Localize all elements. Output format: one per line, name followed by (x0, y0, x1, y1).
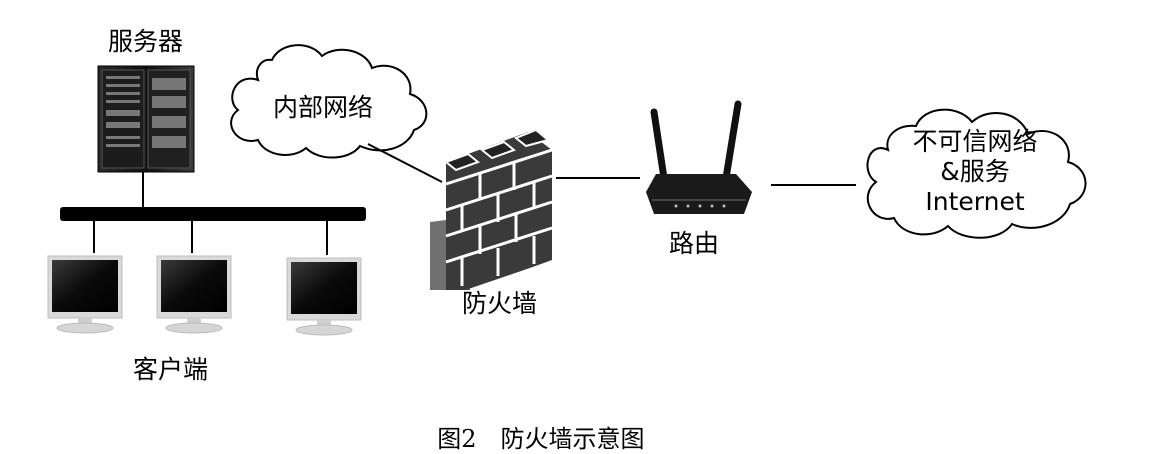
figure-title: 防火墙示意图 (500, 425, 645, 453)
untrusted-network-label: 不可信网络 &服务 Internet (890, 127, 1060, 217)
network-bus (60, 207, 366, 221)
router-label: 路由 (669, 229, 720, 258)
cloud-icon (866, 108, 1087, 239)
figure-caption: 图2 防火墙示意图 (422, 394, 645, 454)
clients-label: 客户端 (133, 355, 209, 384)
internal-network-label: 内部网络 (273, 93, 374, 122)
network-diagram (47, 44, 1087, 336)
internal-to-firewall-link (367, 143, 443, 183)
untrusted-line-3: Internet (925, 187, 1025, 216)
monitor-icon (156, 255, 232, 334)
server-rack-icon (97, 65, 195, 173)
figure-number: 图2 (437, 425, 477, 453)
monitor-icon (286, 257, 362, 336)
router-icon (646, 100, 752, 214)
server-label: 服务器 (108, 27, 184, 56)
monitor-icon (47, 255, 123, 334)
cloud-icon (230, 44, 428, 159)
untrusted-line-1: 不可信网络 (912, 127, 1038, 156)
firewall-label: 防火墙 (462, 289, 538, 318)
firewall-brick-icon (430, 128, 553, 292)
untrusted-line-2: &服务 (940, 157, 1010, 186)
